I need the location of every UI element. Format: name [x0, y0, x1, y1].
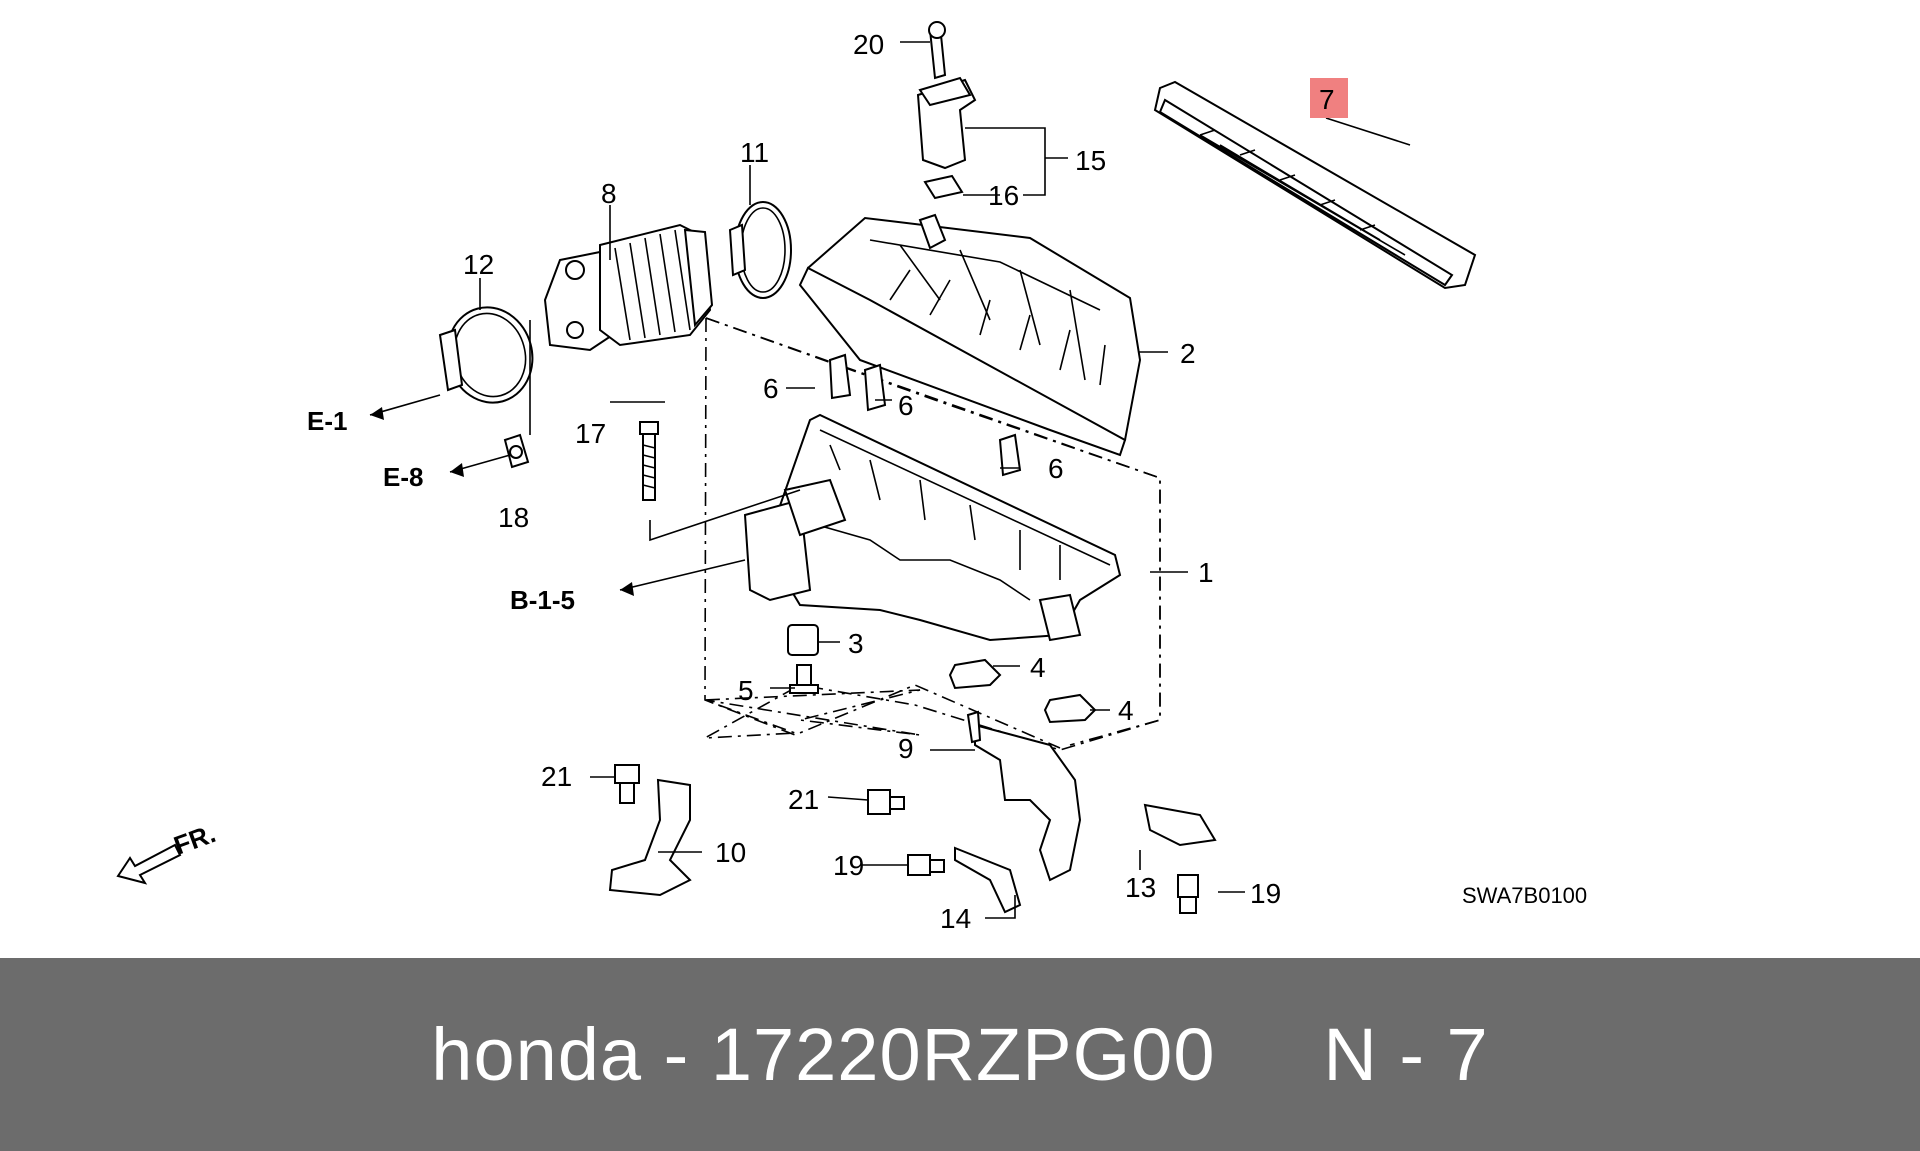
clip-6-parts [828, 353, 1022, 477]
callout-6b[interactable]: 6 [898, 390, 914, 421]
position-label: N [1323, 1013, 1378, 1096]
callout-7[interactable]: 7 [1319, 84, 1335, 115]
footer-bar: honda - 17220RZPG00 N - 7 [0, 958, 1920, 1151]
callout-12[interactable]: 12 [463, 249, 494, 280]
callout-4a[interactable]: 4 [1030, 652, 1046, 683]
front-arrow-icon [116, 843, 182, 885]
callout-13[interactable]: 13 [1125, 872, 1156, 903]
part-number: 17220RZPG00 [710, 1013, 1216, 1096]
ref-e1[interactable]: E-1 [307, 406, 347, 436]
grommets-part [787, 624, 1097, 724]
separator-1: - [642, 1013, 711, 1096]
air-filter-element-part [1153, 80, 1477, 290]
callout-15[interactable]: 15 [1075, 145, 1106, 176]
callout-19b[interactable]: 19 [1250, 878, 1281, 909]
callout-6a[interactable]: 6 [763, 373, 779, 404]
callout-21b[interactable]: 21 [788, 784, 819, 815]
separator-2: - [1377, 1013, 1447, 1096]
bolt-17-part [639, 421, 659, 501]
callout-8[interactable]: 8 [601, 178, 617, 209]
brand-name: honda [431, 1013, 643, 1096]
ref-b15[interactable]: B-1-5 [510, 585, 575, 615]
hose-clamp-11-part [728, 201, 792, 299]
intake-tube-part [543, 223, 714, 352]
front-marker: FR. [170, 818, 220, 861]
parts-diagram: 1 2 3 4 4 5 6 6 6 7 8 9 10 11 12 13 14 1… [116, 21, 1587, 934]
upper-housing-part [798, 213, 1142, 457]
callout-10[interactable]: 10 [715, 837, 746, 868]
hose-clamp-12-part [438, 306, 534, 404]
assembly-outline-main [704, 317, 1161, 749]
diagram-code: SWA7B0100 [1462, 883, 1587, 908]
callout-3[interactable]: 3 [848, 628, 864, 659]
lower-housing-part [743, 413, 1122, 642]
callout-20[interactable]: 20 [853, 29, 884, 60]
leader-lines [369, 41, 1411, 919]
callout-17[interactable]: 17 [575, 418, 606, 449]
callout-6c[interactable]: 6 [1048, 453, 1064, 484]
airflow-sensor-part [916, 21, 977, 200]
position-number: 7 [1446, 1013, 1489, 1096]
clip-18-part [503, 433, 530, 469]
ref-e8[interactable]: E-8 [383, 462, 423, 492]
brackets-part [954, 710, 1217, 914]
callout-21a[interactable]: 21 [541, 761, 572, 792]
callout-2[interactable]: 2 [1180, 338, 1196, 369]
callout-9[interactable]: 9 [898, 733, 914, 764]
bracket-10-part [608, 778, 692, 897]
callout-5[interactable]: 5 [738, 675, 754, 706]
callout-19a[interactable]: 19 [833, 850, 864, 881]
footer-caption: honda - 17220RZPG00 N - 7 [0, 958, 1920, 1151]
callout-18[interactable]: 18 [498, 502, 529, 533]
callout-4b[interactable]: 4 [1118, 695, 1134, 726]
callout-1[interactable]: 1 [1198, 557, 1214, 588]
bolts-19-21-part [614, 764, 1199, 914]
highlight-box [1310, 78, 1348, 118]
callout-14[interactable]: 14 [940, 903, 971, 934]
callout-16[interactable]: 16 [988, 180, 1019, 211]
spacer [1216, 1012, 1324, 1097]
callout-11[interactable]: 11 [740, 137, 769, 168]
